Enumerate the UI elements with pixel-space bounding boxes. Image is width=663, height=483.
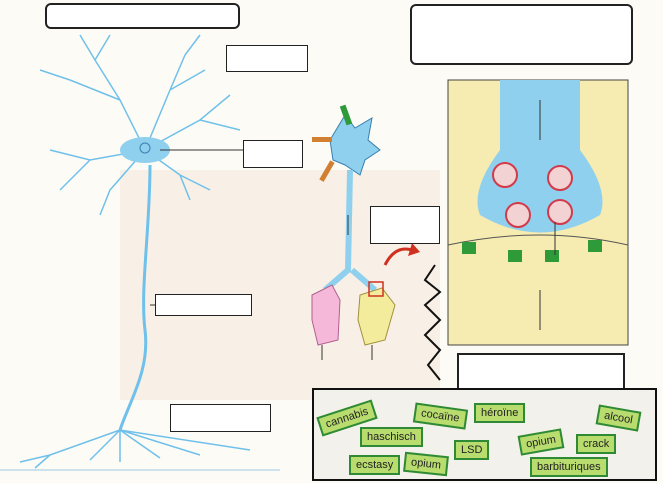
drug-tag[interactable]: ecstasy	[349, 455, 401, 475]
zigzag	[423, 264, 442, 381]
drug-tag[interactable]: alcool	[595, 404, 642, 432]
caption-label-box[interactable]	[410, 4, 633, 65]
synapse-orange	[312, 137, 332, 142]
drug-tag[interactable]: haschisch	[360, 427, 423, 447]
label-box-cell-body[interactable]	[243, 140, 303, 168]
nucleus	[139, 142, 151, 154]
small-neuron	[329, 114, 381, 176]
title-label-box[interactable]	[45, 3, 240, 29]
label-box-synapse[interactable]	[370, 206, 440, 244]
drug-tag[interactable]: cocaïne	[412, 402, 468, 430]
vesicles	[492, 162, 573, 228]
drug-tag[interactable]: opium	[517, 428, 565, 456]
synapse-green	[339, 104, 353, 126]
postsyn-pink	[311, 284, 341, 346]
drug-tag[interactable]: héroïne	[474, 403, 526, 423]
neuron-large	[0, 34, 280, 471]
arrow-head	[408, 243, 420, 256]
synapse-orange	[319, 160, 335, 182]
label-box-dendrites[interactable]	[226, 45, 308, 72]
synapse-arrows	[539, 100, 556, 330]
drug-tag[interactable]: LSD	[454, 440, 490, 460]
background-print	[120, 170, 440, 400]
presynaptic-terminal	[477, 80, 603, 233]
drug-labels-panel: cannabis cocaïne héroïne alcool haschisc…	[312, 388, 657, 481]
label-box-terminals[interactable]	[170, 404, 271, 432]
axon-small	[323, 169, 377, 293]
label-box-axon[interactable]	[155, 294, 252, 316]
postsyn-yellow	[357, 287, 396, 346]
zoom-arrow	[383, 247, 413, 266]
cell-body	[120, 137, 170, 163]
direction-arrows	[321, 215, 373, 360]
drug-tag[interactable]: barbituriques	[530, 457, 608, 477]
drug-tag[interactable]: crack	[576, 434, 617, 454]
drug-tag[interactable]: opium	[403, 451, 449, 477]
postsynaptic-membrane	[447, 234, 629, 246]
label-box-drugs-title[interactable]	[457, 353, 625, 393]
zoom-box	[368, 281, 384, 297]
